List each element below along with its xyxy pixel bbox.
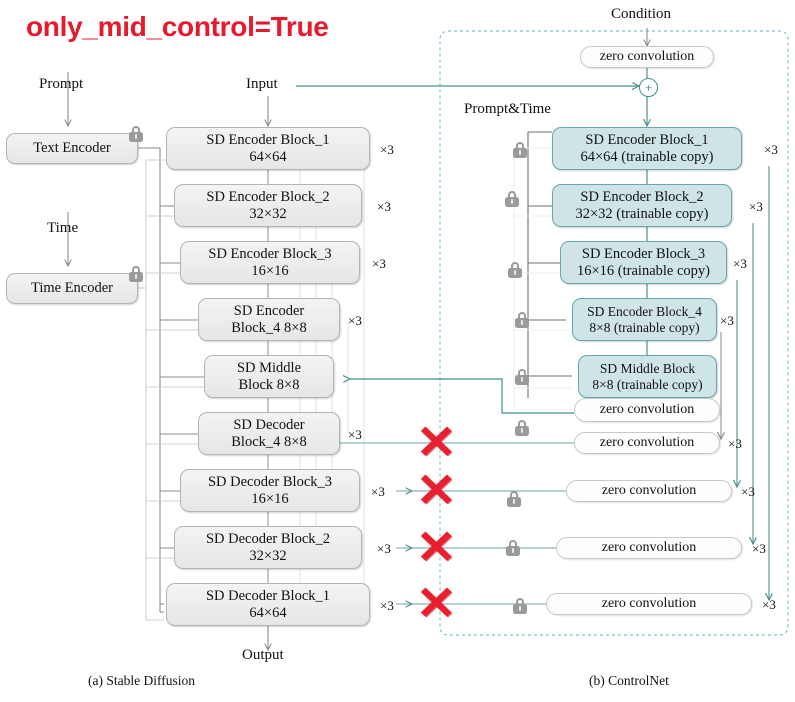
lock-icon	[513, 142, 527, 158]
node-line2: 32×32	[249, 205, 287, 222]
mult-label: ×3	[348, 427, 362, 442]
caption-stable-diffusion: (a) Stable Diffusion	[88, 673, 195, 688]
mult-label: ×3	[380, 598, 394, 613]
zero-convolution-label: zero convolution	[599, 435, 695, 451]
disabled-connection-marker-3: ✕	[416, 521, 457, 573]
lock-icon	[508, 262, 522, 278]
node-line2: 32×32 (trainable copy)	[575, 205, 709, 222]
zero-convolution-4-node[interactable]: zero convolution	[546, 593, 752, 615]
sd-encoder-block-1-node[interactable]: SD Encoder Block_1 64×64	[166, 127, 527, 170]
label-output: Output	[242, 647, 284, 663]
sd-decoder-block-3-node[interactable]: SD Decoder Block_3 16×16	[180, 469, 521, 512]
page-title: only_mid_control=True	[26, 11, 329, 42]
label-prompt: Prompt	[39, 76, 84, 92]
node-line2: Block_4 8×8	[231, 433, 307, 450]
time-encoder-node[interactable]: Time Encoder	[6, 266, 143, 304]
node-line1: SD Encoder Block_1	[206, 132, 330, 149]
lock-icon	[515, 420, 529, 436]
lock-icon	[129, 126, 143, 142]
node-line2: 64×64	[249, 604, 287, 621]
mult-label: ×3	[762, 597, 776, 612]
sd-encoder-block-3-node[interactable]: SD Encoder Block_3 16×16	[180, 241, 522, 284]
mult-label: ×3	[372, 256, 386, 271]
node-line2: 16×16	[251, 262, 289, 279]
disabled-connection-marker-4: ✕	[416, 577, 457, 629]
mult-label: ×3	[380, 142, 394, 157]
add-operator-icon: +	[639, 78, 658, 97]
sd-middle-block-node[interactable]: SD Middle Block 8×8	[204, 355, 529, 398]
node-line1: SD Decoder	[233, 417, 305, 434]
sd-decoder-block-2-node[interactable]: SD Decoder Block_2 32×32	[174, 526, 520, 569]
node-line1: SD Encoder Block_3	[581, 246, 706, 263]
mult-label: ×3	[371, 484, 385, 499]
node-line2: 64×64 (trainable copy)	[580, 148, 714, 165]
sd-encoder-block-4-node[interactable]: SD Encoder Block_4 8×8	[198, 298, 529, 341]
node-line2: 32×32	[249, 547, 287, 564]
lock-icon	[515, 312, 529, 328]
middle-zero-convolution-node[interactable]: zero convolution	[574, 398, 720, 422]
node-line1: SD Middle	[236, 360, 302, 377]
disabled-connection-marker-2: ✕	[416, 464, 457, 516]
node-line1: SD Decoder Block_1	[205, 588, 331, 605]
node-line1: SD Encoder Block_2	[206, 189, 330, 206]
node-line1: SD Encoder Block_1	[585, 132, 709, 149]
label-prompt-time: Prompt&Time	[464, 101, 551, 117]
ctrl-encoder-block-4-node[interactable]: SD Encoder Block_4 8×8 (trainable copy)	[572, 298, 717, 341]
disabled-connection-marker-1: ✕	[416, 416, 457, 468]
zero-convolution-label: zero convolution	[599, 49, 695, 65]
node-line2: Block 8×8	[238, 376, 300, 393]
zero-convolution-label: zero convolution	[599, 402, 695, 418]
zero-convolution-3-node[interactable]: zero convolution	[556, 537, 742, 559]
text-encoder-label: Text Encoder	[33, 140, 111, 157]
sd-decoder-block-1-node[interactable]: SD Decoder Block_1 64×64	[166, 583, 527, 626]
zero-convolution-label: zero convolution	[601, 596, 697, 612]
lock-icon	[506, 540, 520, 556]
zero-convolution-2-node[interactable]: zero convolution	[566, 480, 732, 502]
lock-icon	[505, 191, 519, 207]
mult-label: ×3	[720, 313, 734, 328]
mult-label: ×3	[728, 436, 742, 451]
label-input: Input	[246, 76, 278, 92]
ctrl-middle-block-node[interactable]: SD Middle Block 8×8 (trainable copy)	[578, 355, 717, 398]
node-line1: SD Decoder Block_2	[205, 531, 331, 548]
zero-convolution-1-node[interactable]: zero convolution	[574, 432, 720, 454]
sd-encoder-block-2-node[interactable]: SD Encoder Block_2 32×32	[174, 184, 519, 227]
mult-label: ×3	[749, 199, 763, 214]
ctrl-encoder-block-2-node[interactable]: SD Encoder Block_2 32×32 (trainable copy…	[552, 184, 732, 227]
mult-label: ×3	[741, 484, 755, 499]
mult-label: ×3	[377, 199, 391, 214]
node-line2: Block_4 8×8	[231, 319, 307, 336]
top-zero-convolution-node[interactable]: zero convolution	[580, 46, 714, 68]
node-line2: 16×16	[251, 490, 289, 507]
zero-convolution-label: zero convolution	[601, 540, 697, 556]
ctrl-encoder-block-1-node[interactable]: SD Encoder Block_1 64×64 (trainable copy…	[552, 127, 742, 170]
node-line1: SD Encoder Block_2	[580, 189, 704, 206]
mult-label: ×3	[764, 142, 778, 157]
ctrl-encoder-block-3-node[interactable]: SD Encoder Block_3 16×16 (trainable copy…	[560, 241, 727, 284]
node-line1: SD Encoder	[233, 303, 305, 320]
node-line2: 16×16 (trainable copy)	[577, 262, 710, 279]
mult-label: ×3	[733, 256, 747, 271]
node-line1: SD Decoder Block_3	[207, 474, 333, 491]
node-line2: 8×8 (trainable copy)	[592, 376, 703, 392]
node-line1: SD Encoder Block_3	[208, 246, 332, 263]
lock-icon	[515, 369, 529, 385]
node-line1: SD Encoder Block_4	[587, 304, 702, 320]
lock-icon	[507, 491, 521, 507]
mult-label: ×3	[752, 541, 766, 556]
label-condition: Condition	[611, 6, 672, 22]
sd-decoder-block-4-node[interactable]: SD Decoder Block_4 8×8	[198, 412, 529, 455]
node-line2: 8×8 (trainable copy)	[589, 319, 700, 335]
text-encoder-node[interactable]: Text Encoder	[6, 126, 143, 164]
time-encoder-label: Time Encoder	[30, 280, 114, 297]
lock-icon	[129, 266, 143, 282]
caption-controlnet: (b) ControlNet	[589, 673, 669, 688]
node-line1: SD Middle Block	[599, 361, 696, 377]
lock-icon	[513, 598, 527, 614]
mult-label: ×3	[348, 313, 362, 328]
node-line2: 64×64	[249, 148, 287, 165]
mult-label: ×3	[377, 541, 391, 556]
zero-convolution-label: zero convolution	[601, 483, 697, 499]
label-time: Time	[47, 220, 79, 236]
